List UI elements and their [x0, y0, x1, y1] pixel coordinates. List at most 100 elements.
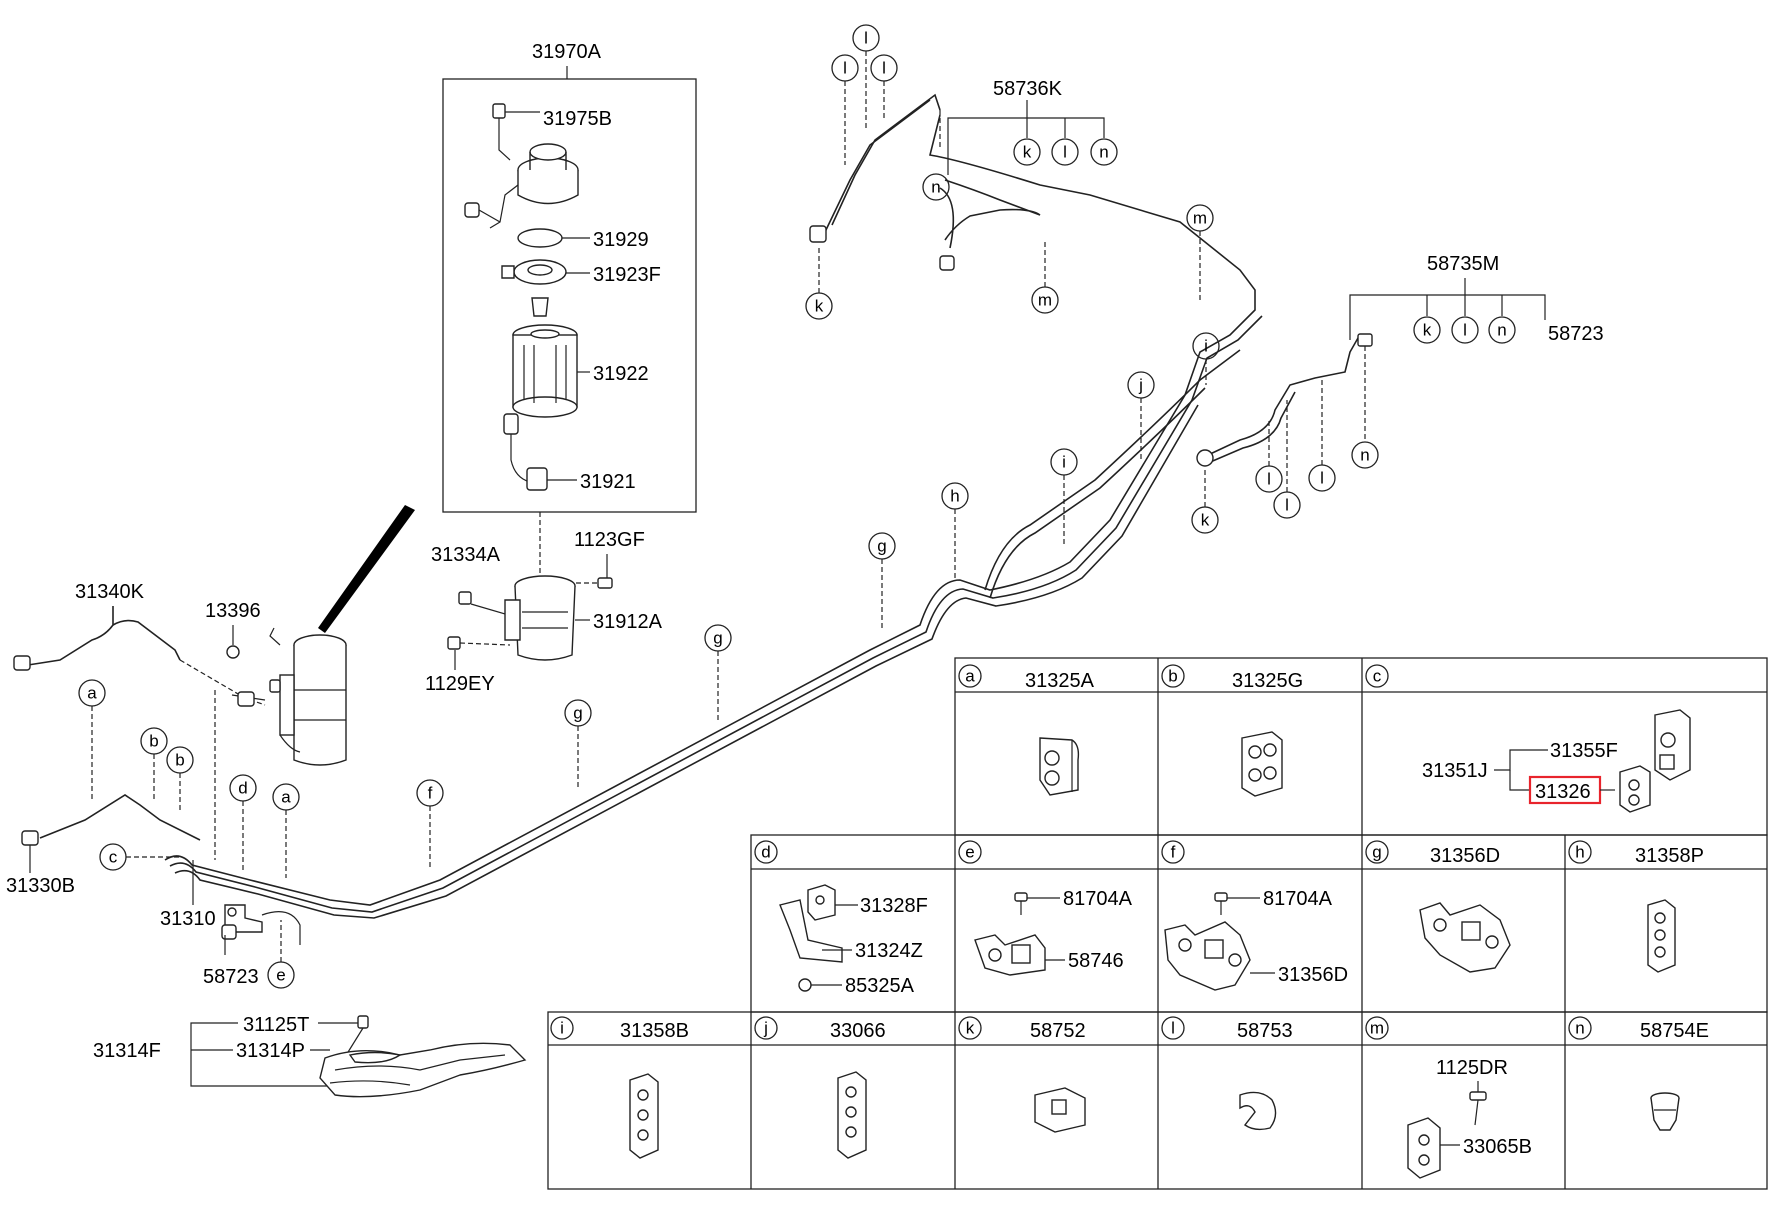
legend-part-number: 85325A	[845, 975, 915, 997]
rear-lines-group-58736K: l l l k n 58736K k l n	[805, 24, 1118, 320]
callout-letter: a	[281, 788, 291, 807]
legend-cell-n[interactable]: n 58754E	[1568, 1016, 1709, 1131]
filter-head-icon	[464, 143, 579, 229]
callout-letter: h	[950, 487, 959, 506]
legend-letter: g	[1372, 843, 1381, 862]
leader-line	[1509, 770, 1530, 791]
callout-letter: m	[1193, 209, 1207, 228]
callout-letter: l	[864, 29, 868, 48]
part-label-31970A[interactable]: 31970A	[532, 41, 602, 63]
part-label-31975B[interactable]: 31975B	[543, 108, 612, 130]
legend-letter: k	[966, 1019, 975, 1038]
part-label-58723-left[interactable]: 58723	[203, 966, 259, 988]
part-label-31310[interactable]: 31310	[160, 908, 216, 930]
callout-letter: i	[1204, 337, 1208, 356]
legend-letter: j	[763, 1019, 768, 1038]
callout-letter: n	[1360, 446, 1369, 465]
fuel-filter-assembly-group: 31970A 31975B 31929	[442, 41, 697, 595]
fuel-hose	[27, 606, 114, 666]
callout-circle-n[interactable]	[1488, 316, 1516, 344]
legend-letter: l	[1171, 1019, 1175, 1038]
callout-letter: k	[1201, 511, 1210, 530]
rear-lines-group-58735M: k l l l n 58735M k l n 58723	[1191, 253, 1604, 534]
clip-31325A-icon	[1039, 737, 1080, 796]
legend-part-number: 58754E	[1640, 1020, 1709, 1042]
legend-cell-m[interactable]: m 1125DR 33065B	[1365, 1016, 1532, 1179]
callout-circle-n[interactable]	[1090, 138, 1118, 166]
callout-circle-k[interactable]	[1013, 138, 1041, 166]
hose-connector-icon	[13, 655, 31, 671]
legend-part-number: 31355F	[1550, 740, 1618, 762]
part-label-58723-right[interactable]: 58723	[1548, 323, 1604, 345]
part-label-1129EY[interactable]: 1129EY	[425, 673, 495, 695]
callout-letter: j	[1138, 376, 1143, 395]
screw-81704A-icon	[1014, 892, 1028, 915]
part-label-31330B[interactable]: 31330B	[6, 875, 75, 897]
legend-cell-f[interactable]: f 81704A 31356D	[1161, 840, 1348, 991]
legend-letter: h	[1575, 843, 1584, 862]
plug-58754E-icon	[1650, 1092, 1680, 1131]
clip-31355F-icon	[1654, 709, 1691, 781]
callout-letter: g	[573, 704, 582, 723]
leader-line	[1349, 294, 1546, 340]
legend-cell-k[interactable]: k 58752	[958, 1016, 1086, 1133]
clamp-bracket-icon	[504, 575, 576, 661]
part-label-58735M[interactable]: 58735M	[1427, 253, 1499, 275]
legend-cell-b[interactable]: b 31325G	[1161, 664, 1303, 797]
pointer-wedge	[318, 505, 415, 633]
connector-icon	[1196, 449, 1214, 467]
clip-31326-icon	[1619, 765, 1651, 813]
nut-icon	[226, 645, 240, 659]
legend-cell-l[interactable]: l 58753	[1161, 1016, 1293, 1131]
part-label-31912A[interactable]: 31912A	[593, 611, 663, 633]
bracket-58723-icon	[221, 904, 301, 945]
callout-circle-l[interactable]	[1451, 316, 1479, 344]
part-label-31314F[interactable]: 31314F	[93, 1040, 161, 1062]
part-label-31923F[interactable]: 31923F	[593, 264, 661, 286]
part-label-58736K[interactable]: 58736K	[993, 78, 1063, 100]
part-label-31929[interactable]: 31929	[593, 229, 649, 251]
legend-part-number: 31351J	[1422, 760, 1488, 782]
clip-33066-icon	[837, 1071, 867, 1159]
callout-circle-n[interactable]	[1351, 441, 1379, 469]
legend-part-number: 31356D	[1278, 964, 1348, 986]
fuel-line-2	[169, 315, 1263, 913]
fuel-line-4	[984, 349, 1241, 591]
fuel-line-3	[174, 404, 1199, 919]
part-label-31314P[interactable]: 31314P	[236, 1040, 305, 1062]
legend-letter: n	[1575, 1019, 1584, 1038]
part-label-13396[interactable]: 13396	[205, 600, 261, 622]
legend-part-number: 31328F	[860, 895, 928, 917]
rear-hose	[831, 93, 941, 226]
clip-31358B-icon	[629, 1073, 659, 1159]
part-label-1123GF[interactable]: 1123GF	[574, 529, 645, 551]
legend-cell-i[interactable]: i 31358B	[550, 1016, 689, 1159]
fuel-hose	[112, 619, 181, 661]
clip-31358P-icon	[1647, 899, 1676, 973]
left-assembly-group: 31340K 13396 a b b	[6, 505, 527, 1098]
part-label-31340K[interactable]: 31340K	[75, 581, 145, 603]
legend-cell-j[interactable]: j 33066	[754, 1016, 886, 1159]
legend-cell-d[interactable]: d 31328F 31324Z 85325A	[754, 840, 928, 997]
legend-cell-h[interactable]: h 31358P	[1568, 840, 1704, 973]
legend-cell-e[interactable]: e 81704A 58746	[958, 840, 1133, 976]
connector-icon	[809, 225, 827, 243]
legend-cell-c[interactable]: c 31351J 31355F 31326	[1365, 664, 1691, 813]
clip-31356D-icon	[1164, 921, 1251, 991]
part-label-31921[interactable]: 31921	[580, 471, 636, 493]
part-label-31334A[interactable]: 31334A	[431, 544, 501, 566]
legend-cell-a[interactable]: a 31325A	[958, 664, 1095, 796]
legend-letter: b	[1168, 667, 1177, 686]
hose-connector-icon	[21, 830, 39, 846]
callout-letter: l	[1320, 469, 1324, 488]
fuel-line-1	[164, 114, 1256, 906]
rear-hose	[824, 99, 931, 233]
part-label-31922[interactable]: 31922	[593, 363, 649, 385]
callout-circle-l[interactable]	[1051, 138, 1079, 166]
part-label-31125T[interactable]: 31125T	[243, 1014, 309, 1036]
rear-hose	[1207, 391, 1296, 464]
callout-circle-k[interactable]	[1413, 316, 1441, 344]
legend-cell-g[interactable]: g 31356D	[1365, 840, 1511, 973]
callout-letter: m	[1038, 291, 1052, 310]
callout-circle-n[interactable]	[922, 173, 950, 201]
